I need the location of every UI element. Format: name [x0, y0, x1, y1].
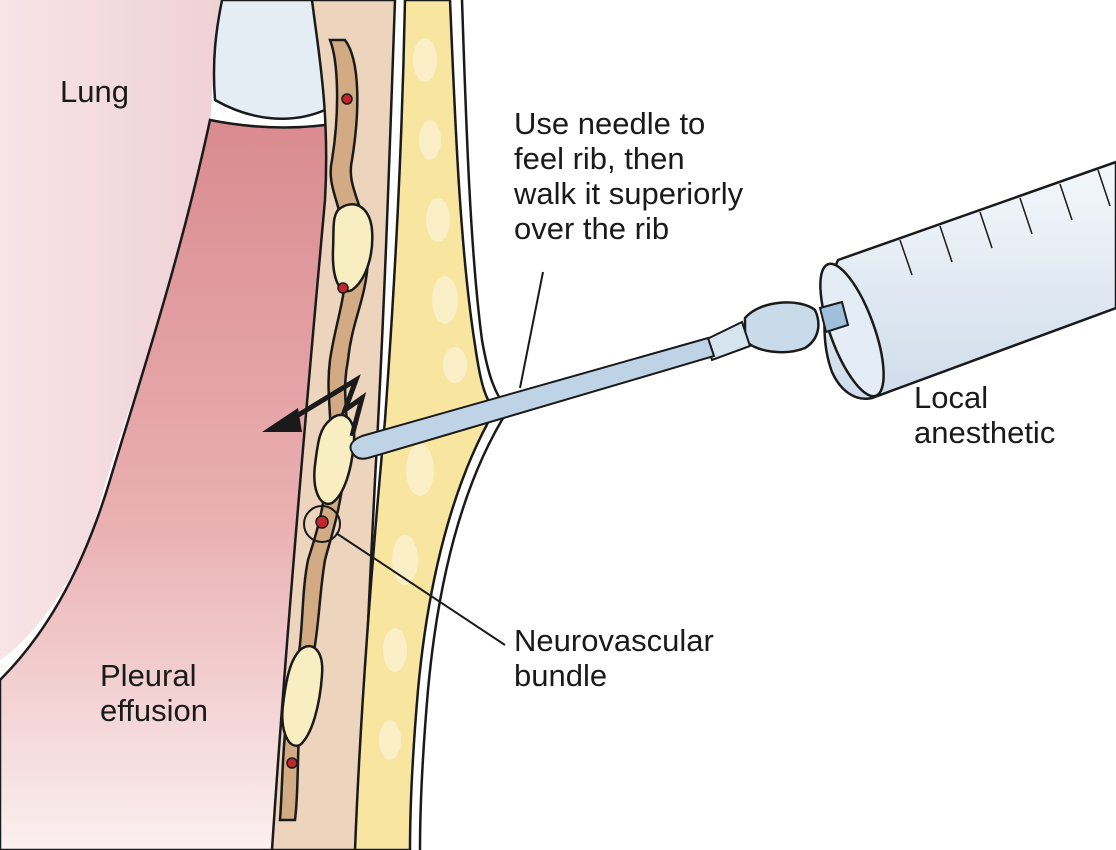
neurovascular-bundle-line-2: bundle — [514, 658, 714, 693]
needle-instruction-line-3: walk it superiorly — [514, 176, 743, 211]
pleural-effusion-line-1: Pleural — [100, 658, 208, 693]
local-anesthetic-line-1: Local — [914, 380, 1055, 415]
needle-instruction-line-1: Use needle to — [514, 106, 743, 141]
vessel-4 — [287, 758, 297, 768]
lung-label: Lung — [60, 74, 129, 109]
neurovascular-bundle-line-1: Neurovascular — [514, 623, 714, 658]
needle-instruction-line-4: over the rib — [514, 211, 743, 246]
lung-dome — [214, 0, 330, 119]
needle-instruction-line-2: feel rib, then — [514, 141, 743, 176]
needle-callout-line — [520, 272, 543, 388]
vessel-2 — [338, 283, 348, 293]
neurovascular-bundle-label: Neurovascular bundle — [514, 623, 714, 693]
local-anesthetic-line-2: anesthetic — [914, 415, 1055, 450]
needle-instruction-label: Use needle to feel rib, then walk it sup… — [514, 106, 743, 246]
needle-hub — [745, 302, 818, 352]
vessel-1 — [342, 94, 352, 104]
vessel-3 — [316, 516, 328, 528]
pleural-effusion-line-2: effusion — [100, 693, 208, 728]
pleural-effusion-label: Pleural effusion — [100, 658, 208, 728]
local-anesthetic-label: Local anesthetic — [914, 380, 1055, 450]
lung-label-line-1: Lung — [60, 74, 129, 109]
